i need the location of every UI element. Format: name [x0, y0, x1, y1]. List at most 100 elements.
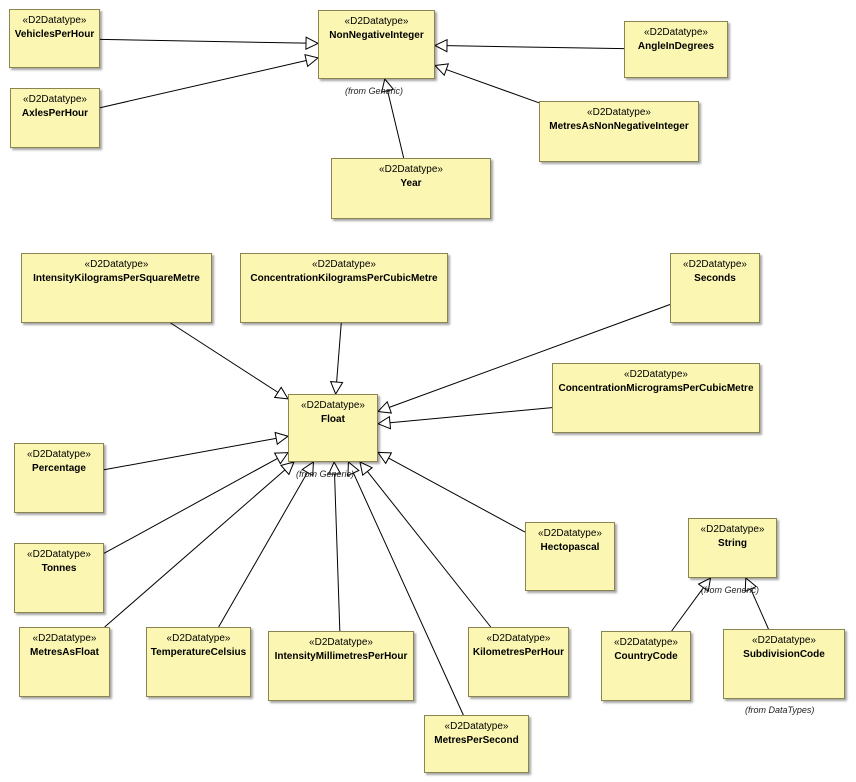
stereotype-label: «D2Datatype»: [301, 400, 365, 411]
stereotype-label: «D2Datatype»: [27, 449, 91, 460]
class-name: VehiclesPerHour: [14, 29, 95, 40]
generalization-arrowhead-percentage: [274, 431, 290, 446]
generalization-arrowhead-metres-as-float: [280, 461, 295, 476]
generalization-line-vehicles-per-hour: [99, 38, 307, 44]
generalization-line-hectopascal: [388, 457, 526, 533]
class-name: MetresAsNonNegativeInteger: [549, 121, 689, 132]
package-note-non-negative-integer: (from Generic): [345, 86, 404, 96]
generalization-arrowhead-metres-as-non-negative-integer: [433, 63, 450, 77]
generalization-line-seconds: [389, 304, 671, 408]
class-float[interactable]: «D2Datatype» Float: [288, 394, 378, 462]
stereotype-label: «D2Datatype»: [32, 633, 97, 644]
class-name: TemperatureCelsius: [150, 647, 247, 658]
class-concentration-micrograms-per-cubic-metre[interactable]: «D2Datatype» ConcentrationMicrogramsPerC…: [552, 363, 760, 433]
generalization-line-intensity-kg-per-sq-metre: [170, 322, 279, 393]
stereotype-label: «D2Datatype»: [614, 637, 678, 648]
stereotype-label: «D2Datatype»: [312, 259, 376, 270]
generalization-line-concentration-micrograms-per-cubic-metre: [389, 407, 553, 424]
class-country-code[interactable]: «D2Datatype» CountryCode: [601, 631, 691, 701]
class-year[interactable]: «D2Datatype» Year: [331, 158, 491, 219]
class-seconds[interactable]: «D2Datatype» Seconds: [670, 253, 760, 323]
package-note-string: (from Generic): [701, 585, 760, 595]
generalization-arrowhead-kilometres-per-hour: [359, 461, 374, 477]
generalization-line-percentage: [103, 437, 277, 471]
stereotype-label: «D2Datatype»: [538, 528, 602, 539]
generalization-arrowhead-axles-per-hour: [304, 54, 320, 68]
generalization-line-temperature-celsius: [218, 472, 308, 628]
stereotype-label: «D2Datatype»: [23, 94, 87, 105]
generalization-arrowhead-country-code: [697, 577, 712, 593]
generalization-arrowhead-vehicles-per-hour: [305, 36, 320, 50]
class-name: Tonnes: [41, 563, 77, 574]
package-note-subdivision-code: (from DataTypes): [745, 705, 815, 715]
stereotype-label: «D2Datatype»: [624, 369, 688, 380]
class-name: CountryCode: [614, 651, 678, 662]
generalization-arrowhead-intensity-kg-per-sq-metre: [273, 386, 289, 400]
class-metres-as-non-negative-integer[interactable]: «D2Datatype» MetresAsNonNegativeInteger: [539, 101, 699, 162]
stereotype-label: «D2Datatype»: [486, 633, 551, 644]
generalization-arrowhead-year: [381, 77, 395, 93]
class-subdivision-code[interactable]: «D2Datatype» SubdivisionCode: [723, 629, 845, 699]
generalization-line-year: [387, 90, 405, 159]
generalization-arrowhead-seconds: [376, 400, 393, 414]
class-non-negative-integer[interactable]: «D2Datatype» NonNegativeInteger: [318, 10, 435, 79]
class-tonnes[interactable]: «D2Datatype» Tonnes: [14, 543, 104, 613]
generalization-arrowhead-intensity-mm-per-hour: [327, 460, 342, 475]
stereotype-label: «D2Datatype»: [444, 721, 509, 732]
generalization-line-subdivision-code: [750, 588, 769, 630]
class-intensity-kilograms-per-square-metre[interactable]: «D2Datatype» IntensityKilogramsPerSquare…: [21, 253, 212, 323]
generalization-line-concentration-kg-per-cubic-metre: [336, 322, 342, 383]
generalization-arrowhead-subdivision-code: [744, 576, 758, 593]
class-vehicles-per-hour[interactable]: «D2Datatype» VehiclesPerHour: [9, 9, 100, 68]
generalization-arrowhead-angle-in-degrees: [433, 38, 448, 53]
generalization-line-kilometres-per-hour: [367, 471, 492, 628]
class-percentage[interactable]: «D2Datatype» Percentage: [14, 443, 104, 513]
generalization-line-tonnes: [103, 457, 278, 554]
class-name: NonNegativeInteger: [329, 30, 424, 41]
generalization-arrowhead-tonnes: [273, 452, 289, 465]
class-angle-in-degrees[interactable]: «D2Datatype» AngleInDegrees: [624, 21, 728, 78]
stereotype-label: «D2Datatype»: [27, 549, 91, 560]
class-concentration-kilograms-per-cubic-metre[interactable]: «D2Datatype» ConcentrationKilogramsPerCu…: [240, 253, 448, 323]
class-name: SubdivisionCode: [743, 649, 825, 660]
class-name: ConcentrationKilogramsPerCubicMetre: [250, 273, 438, 284]
class-string[interactable]: «D2Datatype» String: [688, 518, 777, 578]
class-temperature-celsius[interactable]: «D2Datatype» TemperatureCelsius: [146, 627, 251, 697]
generalization-line-intensity-mm-per-hour: [334, 473, 341, 632]
stereotype-label: «D2Datatype»: [644, 27, 708, 38]
stereotype-label: «D2Datatype»: [22, 15, 87, 26]
class-name: Float: [321, 414, 345, 425]
generalization-line-metres-as-float: [104, 469, 286, 628]
class-intensity-millimetres-per-hour[interactable]: «D2Datatype» IntensityMillimetresPerHour: [268, 631, 414, 701]
class-name: KilometresPerHour: [472, 647, 565, 658]
stereotype-label: «D2Datatype»: [344, 16, 409, 27]
class-name: Year: [400, 178, 422, 189]
class-name: Percentage: [32, 463, 86, 474]
stereotype-label: «D2Datatype»: [84, 259, 149, 270]
package-note-float: (from Generic): [296, 469, 355, 479]
class-kilometres-per-hour[interactable]: «D2Datatype» KilometresPerHour: [468, 627, 569, 697]
generalization-arrowhead-metres-per-second: [347, 460, 360, 477]
stereotype-label: «D2Datatype»: [587, 107, 651, 118]
generalization-line-metres-per-second: [352, 472, 464, 716]
class-name: AxlesPerHour: [21, 108, 89, 119]
stereotype-label: «D2Datatype»: [683, 259, 747, 270]
stereotype-label: «D2Datatype»: [309, 637, 373, 648]
stereotype-label: «D2Datatype»: [700, 524, 765, 535]
class-axles-per-hour[interactable]: «D2Datatype» AxlesPerHour: [10, 88, 100, 148]
stereotype-label: «D2Datatype»: [379, 164, 443, 175]
class-name: String: [718, 538, 747, 549]
generalization-line-axles-per-hour: [99, 60, 307, 109]
generalization-arrowhead-concentration-kg-per-cubic-metre: [329, 381, 344, 396]
class-hectopascal[interactable]: «D2Datatype» Hectopascal: [525, 522, 615, 591]
class-metres-as-float[interactable]: «D2Datatype» MetresAsFloat: [19, 627, 110, 697]
class-name: IntensityMillimetresPerHour: [274, 651, 408, 662]
class-name: IntensityKilogramsPerSquareMetre: [33, 273, 200, 284]
generalization-line-angle-in-degrees: [446, 45, 625, 50]
generalization-line-country-code: [671, 587, 704, 632]
class-name: Seconds: [694, 273, 736, 284]
generalization-arrowhead-concentration-micrograms-per-cubic-metre: [376, 415, 392, 430]
class-name: ConcentrationMicrogramsPerCubicMetre: [558, 383, 754, 394]
class-metres-per-second[interactable]: «D2Datatype» MetresPerSecond: [424, 715, 529, 773]
